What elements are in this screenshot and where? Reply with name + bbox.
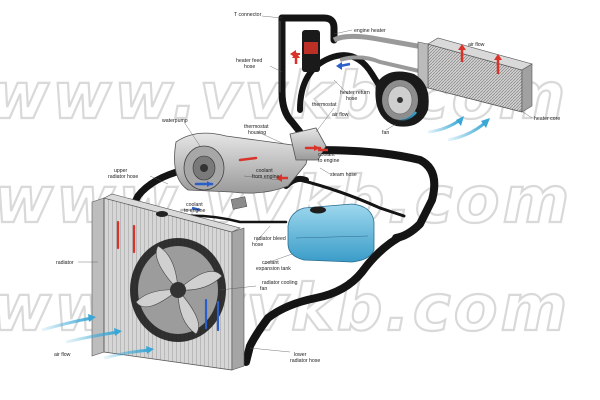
label-t-connector: T connector: [234, 12, 262, 18]
heater-feed-hose: [278, 14, 304, 136]
radiator-cap: [156, 211, 168, 217]
label-coolant-from-engine-2: from engine: [252, 174, 280, 180]
label-thermostat-housing-2: housing: [248, 130, 266, 136]
label-coolant-to-engine-right-2: to engine: [318, 158, 339, 164]
coolant-flow-arrows: [191, 148, 328, 212]
expansion-tank-cap: [310, 206, 326, 214]
label-engine-heater: engine heater: [354, 28, 386, 34]
air-flow-arrows-radiator: [41, 314, 154, 360]
label-heater-feed-hose-2: hose: [244, 64, 255, 70]
engine-heater: [290, 30, 351, 72]
leader-lines: [78, 15, 533, 353]
label-upper-radiator-hose-1: upper: [114, 168, 128, 174]
thermostat-housing: [289, 127, 327, 161]
label-radiator-bleed-hose-2: hose: [252, 242, 263, 248]
label-radiator: radiator: [56, 260, 74, 266]
label-heater-return-hose-1: heater return: [340, 90, 370, 96]
label-heater-feed-hose-1: heater feed: [236, 58, 262, 64]
radiator: [91, 193, 245, 371]
label-waterpump: waterpump: [162, 118, 188, 124]
label-coolant-to-engine-left-2: to engine: [184, 208, 205, 214]
label-steam-hose: steam hose: [330, 172, 357, 178]
label-heater-return-hose-2: hose: [346, 96, 357, 102]
label-coolant-expansion-tank-2: expansion tank: [256, 266, 291, 272]
label-coolant-to-engine-left-1: coolant: [186, 202, 203, 208]
label-lower-radiator-hose-1: lower: [294, 352, 307, 358]
steam-hose-route: [314, 146, 439, 242]
label-thermostat-housing-1: thermostat: [244, 124, 269, 130]
steam-hose: [298, 178, 406, 218]
heater-core: [417, 37, 533, 113]
label-fan: fan: [382, 130, 389, 136]
lower-radiator-hose: [242, 234, 402, 366]
t-connector-hose: [278, 14, 338, 44]
label-coolant-expansion-tank-1: coolant: [262, 260, 279, 266]
label-coolant-from-engine-1: coolant: [256, 168, 273, 174]
label-upper-radiator-hose-2: radiator hose: [108, 174, 138, 180]
label-thermostat: thermostat: [312, 102, 337, 108]
fan-hub: [170, 282, 186, 298]
labels: T connector engine heater air flow heate…: [54, 12, 560, 364]
label-air-flow-bottom: air flow: [54, 352, 71, 358]
label-lower-radiator-hose-2: radiator hose: [290, 358, 320, 364]
heater-return-hose: [297, 52, 385, 113]
label-coolant-to-engine-right-1: coolant: [318, 152, 335, 158]
label-radiator-cooling-fan-2: fan: [260, 286, 267, 292]
label-radiator-bleed-hose-1: radiator bleed: [254, 236, 286, 242]
label-air-flow-top: air flow: [468, 42, 485, 48]
fan-blades: [135, 245, 223, 335]
label-radiator-cooling-fan-1: radiator cooling: [262, 280, 298, 286]
waterpump: [174, 132, 308, 210]
coolant-expansion-tank: [287, 203, 375, 263]
heater-core-feed-pipe: [332, 33, 441, 53]
label-heater-core: heater core: [534, 116, 560, 122]
label-air-flow-mid: air flow: [332, 112, 349, 118]
heater-core-airflow-arrows: [458, 44, 502, 74]
air-flow-arrows-heater: [397, 111, 490, 142]
